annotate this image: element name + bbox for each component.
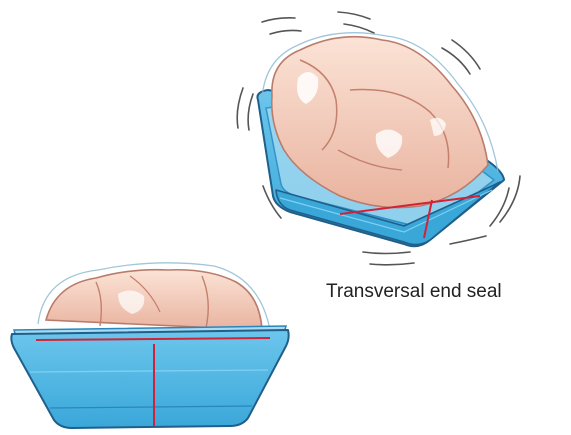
level-tray [11, 330, 288, 428]
level-tray-package [11, 263, 288, 428]
tilted-tray-package [237, 12, 520, 265]
caption-transversal-end-seal: Transversal end seal [326, 281, 502, 303]
